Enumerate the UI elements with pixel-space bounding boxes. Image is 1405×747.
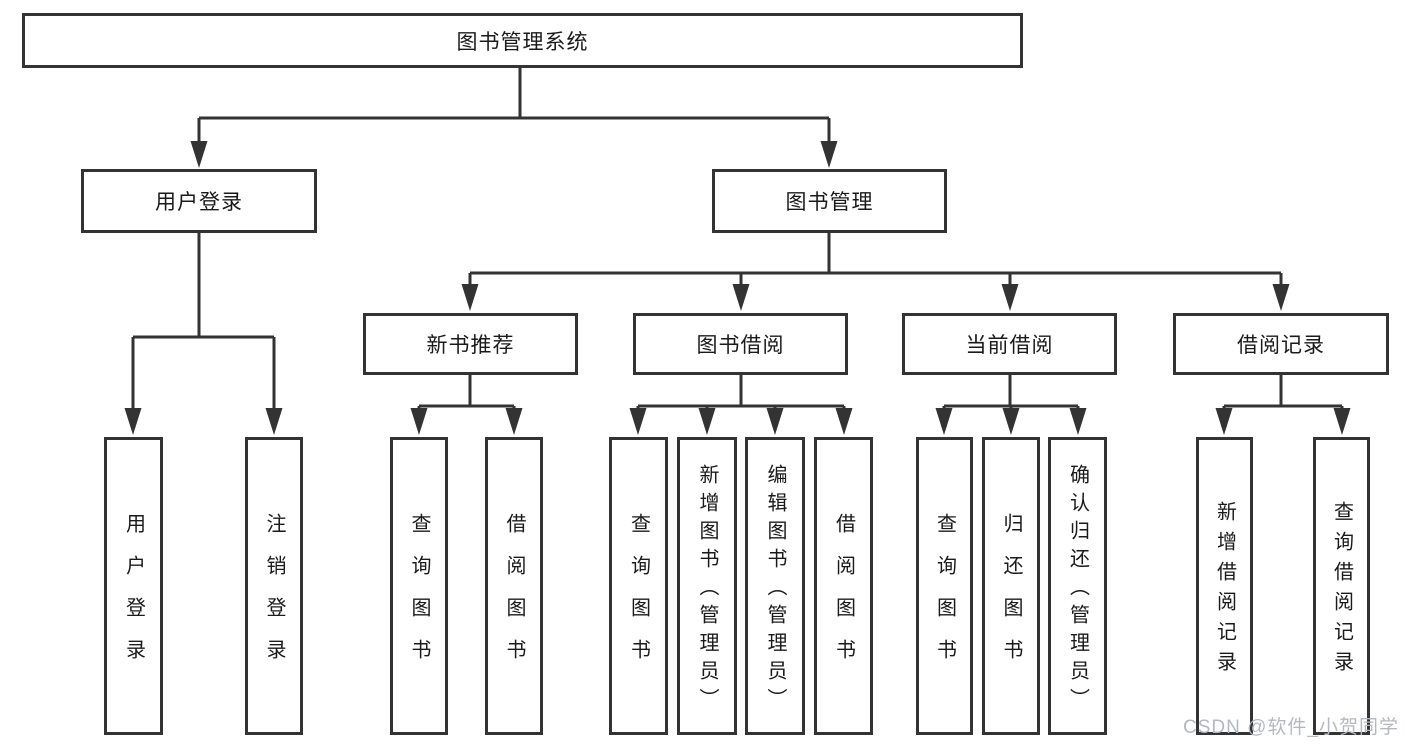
node-book-borrowing: 图书借阅 [633, 313, 848, 375]
node-borrowing-records: 借阅记录 [1173, 313, 1389, 375]
node-user-login-label: 用户登录 [155, 191, 243, 214]
node-leaf-borrow-books-recommend: 借阅图书 [485, 437, 543, 735]
node-user-login: 用户登录 [81, 169, 317, 233]
node-leaf-add-borrow-record: 新增借阅记录 [1196, 437, 1253, 735]
node-leaf-user-login-label: 用户登录 [122, 513, 145, 681]
node-current-borrowing: 当前借阅 [902, 313, 1117, 375]
node-new-book-recommendation-label: 新书推荐 [426, 334, 515, 357]
node-leaf-query-books-current: 查询图书 [916, 437, 973, 735]
arrowheads [124, 141, 1351, 435]
node-leaf-confirm-return-admin-label: 确认归还（管理员） [1066, 464, 1089, 716]
node-leaf-add-book-admin: 新增图书（管理员） [677, 437, 737, 735]
node-leaf-query-books-recommend-label: 查询图书 [408, 513, 430, 681]
node-leaf-logout-label: 注销登录 [263, 513, 285, 681]
node-leaf-query-borrow-record: 查询借阅记录 [1313, 437, 1370, 735]
node-leaf-confirm-return-admin: 确认归还（管理员） [1048, 437, 1107, 735]
node-leaf-edit-book-admin: 编辑图书（管理员） [745, 437, 805, 735]
node-current-borrowing-label: 当前借阅 [965, 334, 1054, 357]
node-leaf-return-books-label: 归还图书 [1000, 513, 1022, 681]
node-library-system-label: 图书管理系统 [456, 30, 589, 54]
node-leaf-return-books: 归还图书 [982, 437, 1040, 735]
node-book-management-label: 图书管理 [785, 191, 874, 214]
node-book-borrowing-label: 图书借阅 [696, 334, 785, 357]
node-leaf-borrow-books-label: 借阅图书 [832, 513, 855, 681]
node-leaf-edit-book-admin-label: 编辑图书（管理员） [764, 464, 786, 716]
node-leaf-query-books-recommend: 查询图书 [390, 437, 448, 735]
node-leaf-query-books-borrow: 查询图书 [609, 437, 668, 735]
node-book-management: 图书管理 [712, 169, 947, 233]
node-leaf-add-borrow-record-label: 新增借阅记录 [1213, 501, 1236, 681]
node-leaf-user-login: 用户登录 [104, 437, 163, 735]
node-leaf-borrow-books-recommend-label: 借阅图书 [503, 513, 525, 681]
node-leaf-query-books-current-label: 查询图书 [933, 513, 956, 681]
node-leaf-logout: 注销登录 [245, 437, 303, 735]
node-new-book-recommendation: 新书推荐 [363, 313, 578, 375]
node-leaf-query-borrow-record-label: 查询借阅记录 [1330, 501, 1353, 681]
node-leaf-query-books-borrow-label: 查询图书 [627, 513, 650, 681]
node-borrowing-records-label: 借阅记录 [1237, 334, 1325, 357]
node-leaf-add-book-admin-label: 新增图书（管理员） [696, 464, 718, 716]
node-library-system: 图书管理系统 [22, 13, 1023, 68]
watermark-text: CSDN @软件_小贺同学 [1183, 717, 1399, 738]
node-leaf-borrow-books: 借阅图书 [814, 437, 873, 735]
